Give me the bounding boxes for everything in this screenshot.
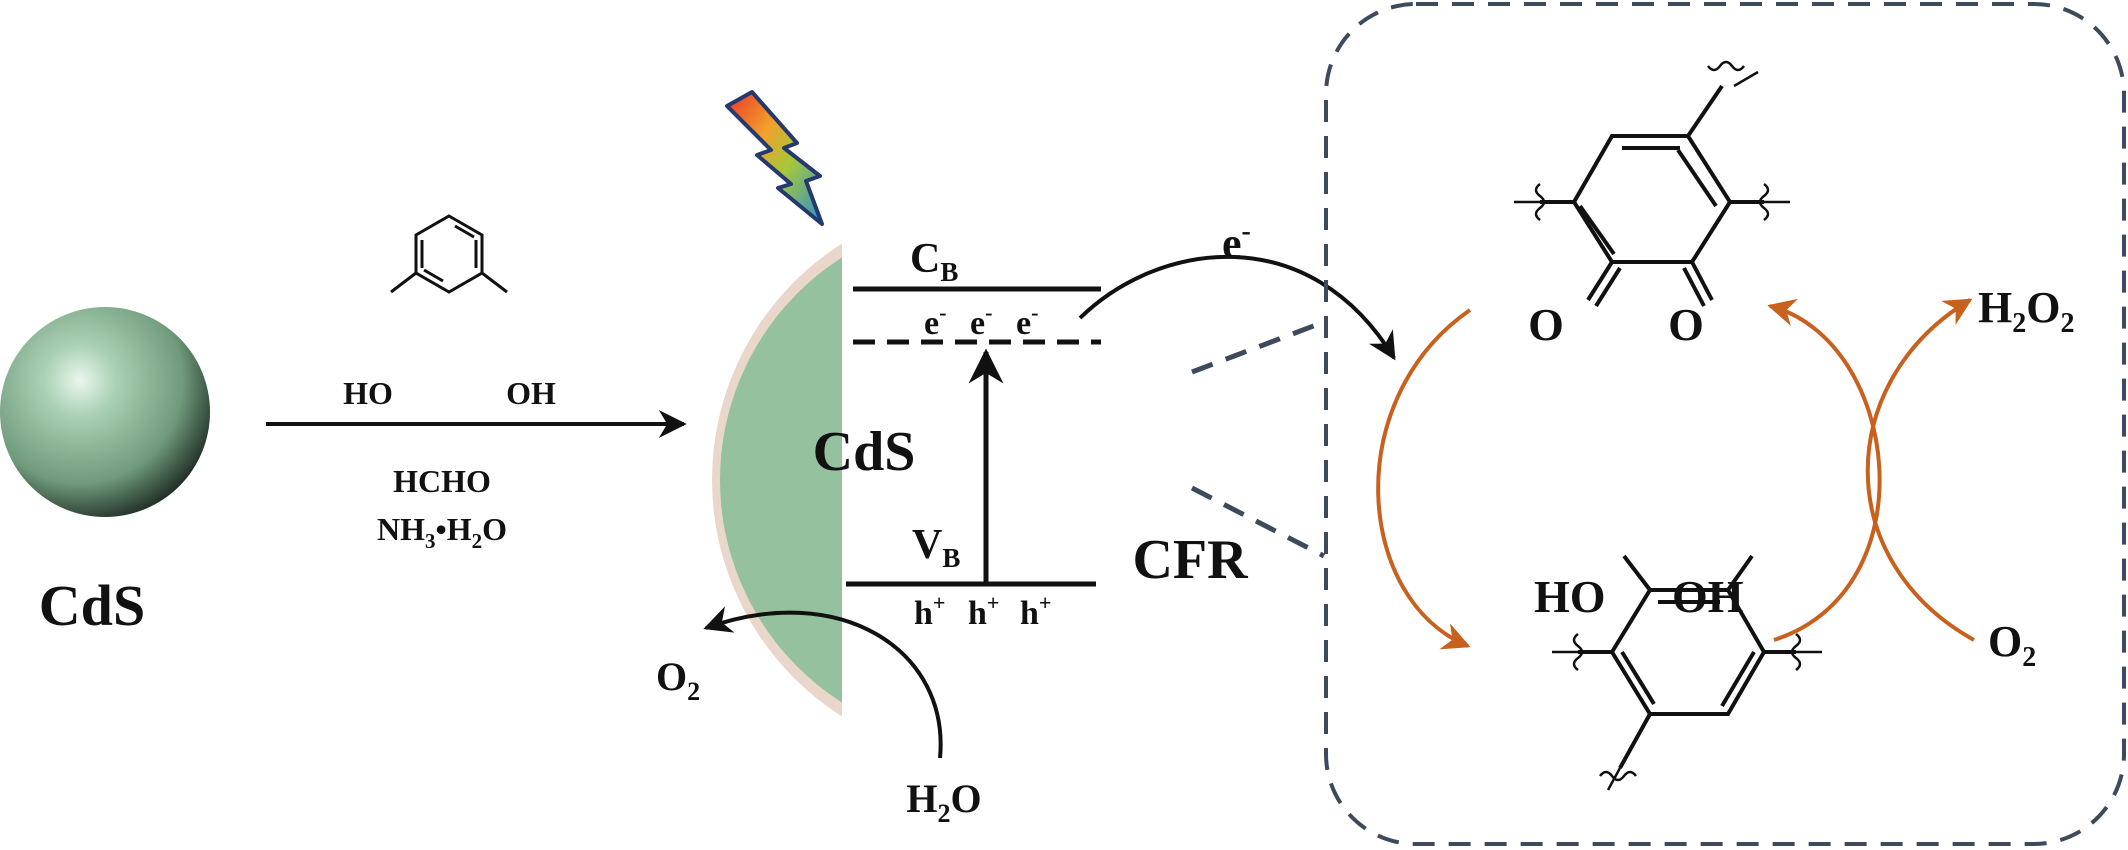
reduction-cycle-arrow — [1376, 308, 1472, 650]
hydroquinone-wavy-bonds — [1552, 633, 1822, 791]
catechol-inner-bonds — [423, 224, 475, 283]
quinone-wavy-bonds — [1514, 60, 1790, 221]
shell-cfr-label: CFR — [1132, 529, 1248, 591]
zoom-line-bottom — [1190, 485, 1326, 559]
hole-3: h+ — [1020, 590, 1051, 632]
light-bolt-icon — [725, 90, 824, 226]
cds-particle — [0, 307, 210, 517]
zoom-line-top — [1191, 319, 1325, 375]
zoom-dashed-box — [1324, 2, 2126, 846]
hole-labels: h+ h+ h+ — [914, 590, 1051, 632]
hydroquinone-ho-label: HO — [1534, 571, 1606, 622]
electron-labels: e- e- e- — [924, 300, 1038, 342]
oxidation-cycle-arrow — [1767, 298, 1882, 642]
catechol-ho-label: HO — [343, 375, 393, 411]
quinone-o1-label: O — [1528, 299, 1564, 350]
h2o2-label: H2O2 — [1978, 283, 2074, 339]
cds-core — [720, 257, 842, 703]
transfer-electron-label: e- — [1222, 216, 1251, 268]
electron-1: e- — [924, 300, 946, 342]
o2-label: O2 — [1988, 617, 2036, 673]
quinone-o2-label: O — [1668, 299, 1704, 350]
electron-3: e- — [1016, 300, 1038, 342]
core-shell-particle — [712, 243, 842, 717]
hydroquinone-oh-label: OH — [1672, 571, 1744, 622]
catechol-molecule — [390, 214, 508, 294]
core-cds-label: CdS — [813, 421, 916, 483]
hydroquinone-structure — [1578, 554, 1796, 769]
quinone-structure — [1540, 84, 1764, 308]
electron-transfer-arrow — [1078, 254, 1396, 361]
reagent-hcho: HCHO — [393, 463, 491, 499]
vb-label: VB — [912, 522, 960, 573]
catechol-oh-label: OH — [506, 375, 556, 411]
oxygen-product-label: O2 — [656, 654, 700, 706]
reagent-ammonia: NH3•H2O — [377, 511, 507, 553]
hole-2: h+ — [968, 590, 999, 632]
hole-1: h+ — [914, 590, 945, 632]
cb-label: CB — [910, 236, 958, 287]
electron-2: e- — [970, 300, 992, 342]
o2-to-h2o2-arrow — [1865, 298, 1975, 642]
water-oxidation-arrow — [703, 606, 943, 759]
cds-sphere — [0, 307, 210, 517]
cds-particle-label: CdS — [39, 573, 145, 638]
water-label: H2O — [906, 776, 981, 828]
